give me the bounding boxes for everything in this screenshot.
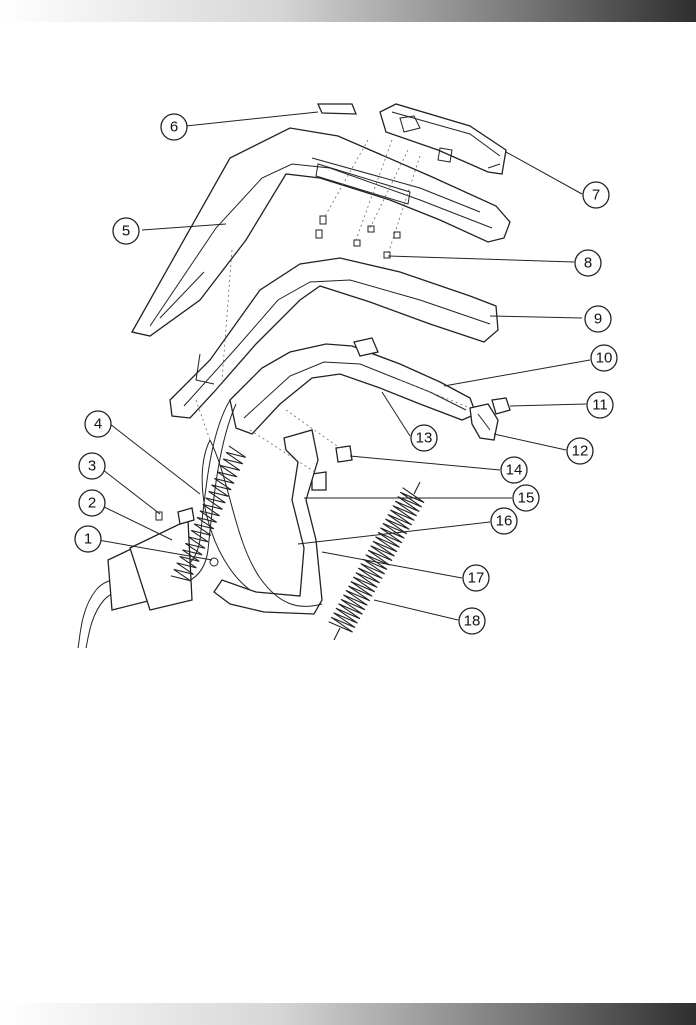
svg-text:9: 9: [594, 311, 602, 328]
svg-text:1: 1: [84, 531, 92, 548]
callout-1: 1: [74, 525, 102, 553]
part-18-spring: [328, 481, 425, 641]
svg-text:15: 15: [518, 490, 535, 507]
callout-15: 15: [512, 484, 540, 512]
svg-text:13: 13: [416, 430, 433, 447]
part-15-bracket: [213, 429, 323, 615]
callout-13: 13: [410, 424, 438, 452]
callout-18: 18: [458, 607, 486, 635]
svg-text:4: 4: [94, 416, 102, 433]
callout-11: 11: [586, 391, 614, 419]
callout-17: 17: [462, 564, 490, 592]
callout-3: 3: [78, 452, 106, 480]
part-11-cap: [491, 397, 511, 415]
svg-text:8: 8: [584, 255, 592, 272]
callout-6: 6: [160, 113, 188, 141]
svg-text:2: 2: [88, 495, 96, 512]
part-7-console: [379, 103, 507, 175]
callout-5: 5: [112, 217, 140, 245]
svg-text:12: 12: [572, 443, 589, 460]
callout-10: 10: [590, 344, 618, 372]
part-8-screws: [315, 215, 401, 259]
svg-text:17: 17: [468, 570, 485, 587]
part-12-bracket: [469, 403, 499, 441]
part-small-spring: [170, 445, 247, 582]
callout-8: 8: [574, 249, 602, 277]
callout-16: 16: [490, 507, 518, 535]
part-5-upper-cover: [131, 127, 511, 337]
callout-14: 14: [500, 456, 528, 484]
part-6-plate: [316, 103, 357, 115]
part-9-lower-cover: [169, 257, 499, 419]
callout-9: 9: [584, 305, 612, 333]
svg-text:11: 11: [592, 397, 608, 414]
svg-text:3: 3: [88, 458, 96, 475]
part-1-2-brackets: [107, 507, 219, 611]
part-10-frame: [229, 337, 477, 435]
svg-text:7: 7: [592, 187, 600, 204]
callout-2: 2: [78, 489, 106, 517]
callout-7: 7: [582, 181, 610, 209]
footer-gradient-band: [0, 1003, 696, 1025]
svg-text:14: 14: [506, 462, 523, 479]
svg-text:6: 6: [170, 119, 178, 136]
svg-text:18: 18: [464, 613, 481, 630]
svg-text:5: 5: [122, 223, 130, 240]
svg-text:16: 16: [496, 513, 513, 530]
header-gradient-band: [0, 0, 696, 22]
leader-lines: [97, 111, 591, 621]
callout-12: 12: [566, 437, 594, 465]
callout-4: 4: [84, 410, 112, 438]
part-14-bolts: [311, 445, 353, 491]
alignment-lines: [195, 139, 471, 475]
svg-text:10: 10: [596, 350, 613, 367]
